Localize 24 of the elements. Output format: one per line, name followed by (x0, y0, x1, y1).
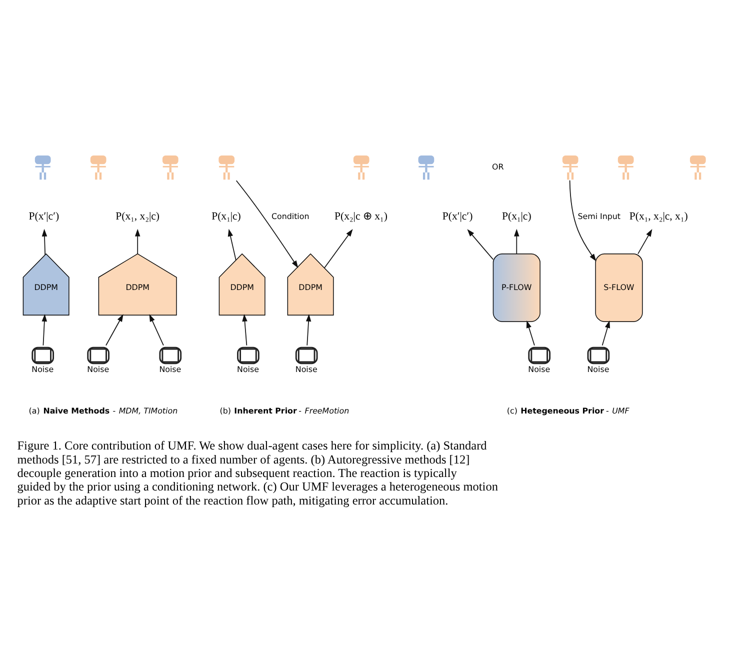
node-text: P(x₁, x₂|c, x₁) (629, 210, 688, 223)
arrow (236, 180, 298, 268)
node-text: P(x′|c′) (28, 210, 60, 223)
node-text: P(x₁|c) (212, 210, 241, 223)
arrow (42, 228, 48, 256)
node-text: P(x₂|c ⊕ x₁) (334, 210, 388, 223)
arrow (306, 314, 312, 346)
arrow (242, 314, 248, 346)
arrow (526, 320, 535, 346)
arrow (467, 229, 494, 260)
node-text: P(x′|c′) (442, 210, 473, 223)
arrow (638, 229, 652, 254)
arrow (514, 228, 520, 254)
arrow (228, 228, 236, 260)
node-text: P(x₁, x₂|c) (116, 210, 160, 223)
arrow (42, 314, 48, 346)
caption: Figure 1. Core contribution of UMF. We show dual-agent cases here for simplicity. (a) Standard methods [51, 57] are restricted to a fixed number of agents. (b) Autoregressive methods [12] decouple generation into a motion prior and subsequent reaction. The reaction is typically guided by the prior using a conditioning network. (c) Our UMF leverages a heterogeneous motion prior as the adaptive start point of the reaction flow path, mitigating error accumulation. (17, 438, 498, 508)
arrow (602, 320, 610, 346)
arrow (569, 180, 596, 262)
arrow (324, 229, 353, 268)
arrow (149, 314, 164, 346)
node-text: P(x₁|c) (502, 210, 532, 223)
arrow (106, 314, 124, 346)
arrow (134, 228, 140, 254)
